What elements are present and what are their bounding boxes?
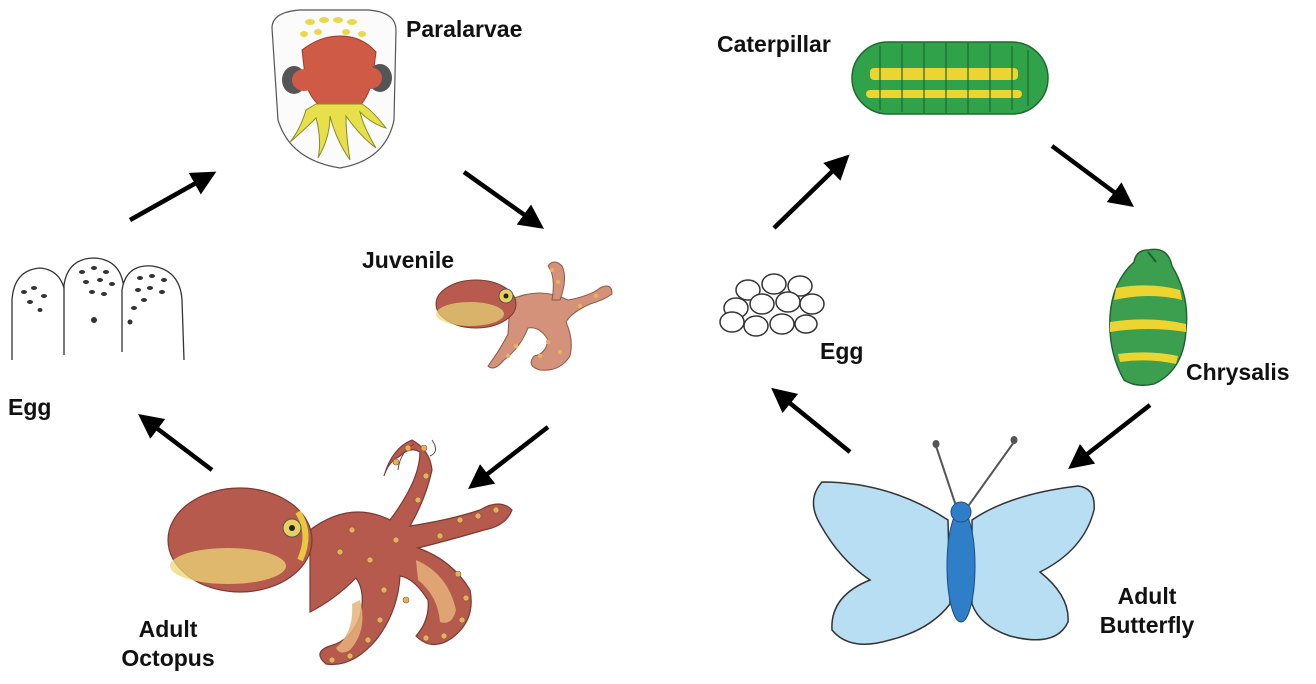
arrow-adult-to-egg (142, 417, 212, 470)
butterfly-egg-illustration (720, 274, 824, 336)
adult-butterfly-label-line1: Adult (1082, 582, 1212, 611)
caterpillar-label: Caterpillar (717, 30, 831, 59)
arrow-egg-to-paralarvae (130, 174, 212, 220)
adult-butterfly-label: Adult Butterfly (1082, 582, 1212, 640)
octopus-egg-illustration (12, 258, 184, 360)
paralarvae-label: Paralarvae (406, 15, 522, 44)
arrow-juvenile-to-adult (472, 427, 548, 486)
adult-octopus-label-line2: Octopus (112, 644, 224, 673)
caterpillar-illustration (852, 42, 1048, 114)
butterfly-cycle-arrows (774, 146, 1150, 466)
arrow-egg-to-caterpillar (774, 158, 846, 228)
chrysalis-illustration (1110, 249, 1187, 385)
octopus-egg-label: Egg (8, 393, 51, 422)
adult-octopus-label: Adult Octopus (112, 615, 224, 673)
adult-octopus-label-line1: Adult (112, 615, 224, 644)
adult-butterfly-illustration (813, 436, 1094, 644)
arrow-chrysalis-to-adult (1072, 405, 1150, 466)
octopus-cycle-arrows (130, 172, 548, 486)
chrysalis-label: Chrysalis (1186, 358, 1290, 387)
adult-butterfly-label-line2: Butterfly (1082, 611, 1212, 640)
butterfly-egg-label: Egg (820, 337, 863, 366)
arrow-adult-to-egg (775, 391, 850, 452)
arrow-paralarvae-to-juvenile (464, 172, 540, 226)
paralarvae-illustration (272, 10, 396, 168)
juvenile-octopus-illustration (436, 262, 612, 370)
juvenile-label: Juvenile (362, 246, 454, 275)
arrow-caterpillar-to-chrysalis (1052, 146, 1130, 204)
